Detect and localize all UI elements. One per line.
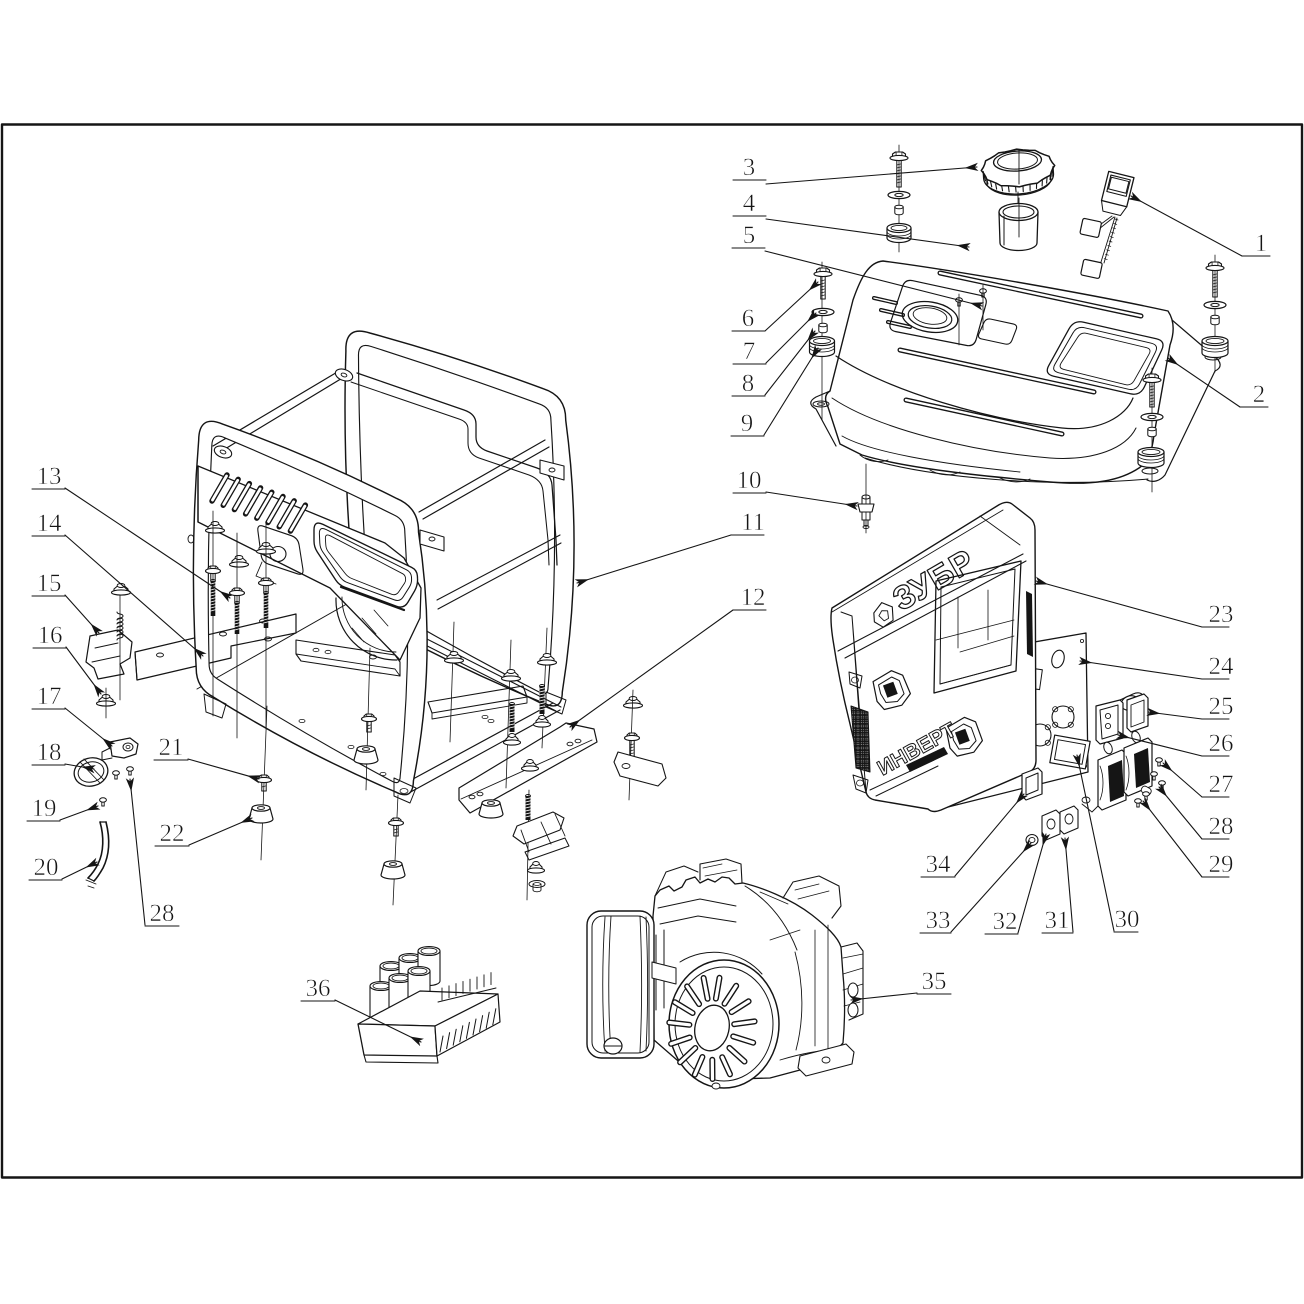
svg-text:30: 30 (1115, 906, 1140, 933)
svg-text:26: 26 (1209, 730, 1234, 757)
svg-text:17: 17 (37, 683, 62, 710)
svg-text:12: 12 (741, 584, 766, 611)
svg-text:33: 33 (926, 907, 951, 934)
svg-text:14: 14 (37, 510, 63, 537)
svg-text:5: 5 (743, 222, 756, 249)
svg-text:18: 18 (37, 739, 62, 766)
svg-text:25: 25 (1209, 693, 1234, 720)
svg-text:23: 23 (1209, 601, 1234, 628)
svg-text:10: 10 (737, 467, 762, 494)
svg-text:2: 2 (1253, 381, 1266, 408)
svg-text:32: 32 (993, 908, 1018, 935)
svg-text:36: 36 (306, 975, 331, 1002)
svg-text:24: 24 (1209, 653, 1235, 680)
svg-text:21: 21 (159, 734, 184, 761)
svg-text:7: 7 (743, 338, 756, 365)
svg-text:16: 16 (38, 622, 63, 649)
svg-text:22: 22 (160, 820, 185, 847)
svg-text:11: 11 (741, 509, 765, 536)
svg-text:3: 3 (743, 154, 756, 181)
svg-text:4: 4 (743, 190, 756, 217)
svg-text:28: 28 (150, 900, 175, 927)
svg-text:27: 27 (1209, 771, 1234, 798)
svg-text:19: 19 (32, 795, 57, 822)
svg-text:29: 29 (1209, 851, 1234, 878)
svg-text:6: 6 (742, 305, 755, 332)
svg-text:15: 15 (37, 570, 62, 597)
svg-text:34: 34 (926, 851, 952, 878)
svg-text:28: 28 (1209, 813, 1234, 840)
svg-text:9: 9 (741, 410, 754, 437)
svg-text:8: 8 (742, 370, 755, 397)
svg-text:20: 20 (34, 854, 59, 881)
svg-text:13: 13 (37, 463, 62, 490)
svg-text:31: 31 (1045, 907, 1070, 934)
svg-text:1: 1 (1255, 230, 1268, 257)
svg-text:35: 35 (922, 968, 947, 995)
